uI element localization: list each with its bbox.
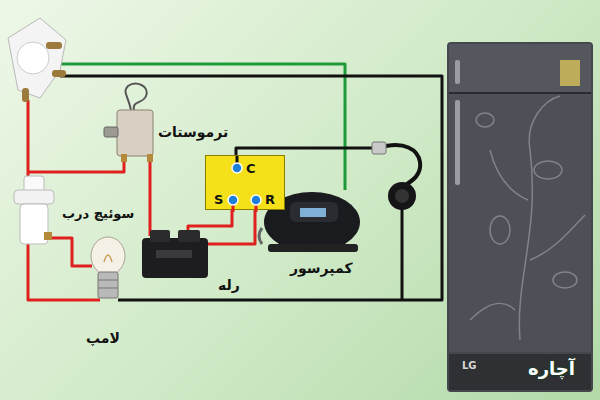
overload-protector [388, 182, 416, 210]
compressor [259, 228, 262, 244]
thermostat [104, 127, 118, 137]
overload-protector [372, 142, 420, 210]
component-label: کمپرسور [290, 260, 353, 277]
plug [17, 42, 49, 74]
fridge [534, 161, 562, 179]
plug [8, 18, 66, 102]
relay [150, 230, 170, 242]
fridge [490, 150, 528, 200]
compressor [268, 244, 358, 252]
terminal-dot [232, 163, 242, 173]
thermostat [117, 110, 153, 156]
terminal-name: R [265, 193, 275, 206]
thermostat [104, 84, 153, 162]
wires [236, 148, 378, 155]
wires [401, 200, 404, 300]
brand-logo: LG [462, 360, 477, 372]
terminal-name: C [246, 162, 256, 175]
fridge [449, 94, 591, 352]
overload-protector [395, 189, 409, 203]
wires [60, 76, 442, 300]
door-switch [20, 204, 48, 244]
relay [142, 238, 208, 278]
lamp [98, 280, 118, 281]
relay [142, 230, 208, 278]
fridge [553, 272, 577, 288]
wires [28, 52, 442, 300]
lamp [91, 237, 125, 298]
component-label: لامپ [86, 330, 120, 347]
relay [156, 250, 192, 258]
wires [28, 160, 124, 172]
door-switch [14, 190, 54, 204]
fridge [455, 60, 460, 84]
lamp [104, 255, 112, 262]
thermostat [125, 84, 146, 110]
fridge [560, 60, 580, 86]
fridge [449, 92, 591, 94]
fridge [449, 354, 591, 390]
compressor [259, 192, 360, 252]
wires [149, 158, 152, 236]
fridge [476, 113, 494, 127]
terminal-name: S [214, 193, 223, 206]
terminal-dot [251, 195, 261, 205]
component-label: ترموستات [158, 124, 228, 141]
door-switch [44, 232, 52, 240]
thermostat [121, 154, 127, 162]
fridge [447, 42, 593, 392]
compressor [300, 208, 326, 217]
wires [206, 210, 255, 244]
lamp [91, 237, 125, 275]
fridge [530, 215, 585, 260]
terminal-dot [228, 195, 238, 205]
watermark: آچاره [528, 358, 575, 380]
terminal-box: C S R [205, 155, 285, 210]
watermark-ground [520, 356, 590, 388]
plug [46, 42, 62, 49]
plug [22, 88, 29, 102]
component-label: رله [218, 277, 240, 294]
fridge [470, 96, 585, 340]
component-label: سوئیچ درب [62, 206, 134, 222]
fridge [490, 216, 510, 244]
watermark-ground [520, 356, 590, 388]
plug [8, 18, 66, 98]
compressor [290, 202, 338, 222]
lamp [98, 288, 118, 289]
relay [178, 230, 200, 242]
fridge [447, 42, 593, 392]
thermostat [147, 154, 153, 162]
plug [52, 70, 66, 77]
lamp [98, 272, 118, 298]
overload-protector [372, 142, 386, 154]
wires [50, 238, 92, 266]
fridge [449, 44, 591, 92]
door-switch [14, 176, 54, 244]
wires [52, 52, 345, 190]
fridge [470, 303, 515, 320]
fridge [519, 96, 560, 340]
fridge [455, 100, 460, 185]
